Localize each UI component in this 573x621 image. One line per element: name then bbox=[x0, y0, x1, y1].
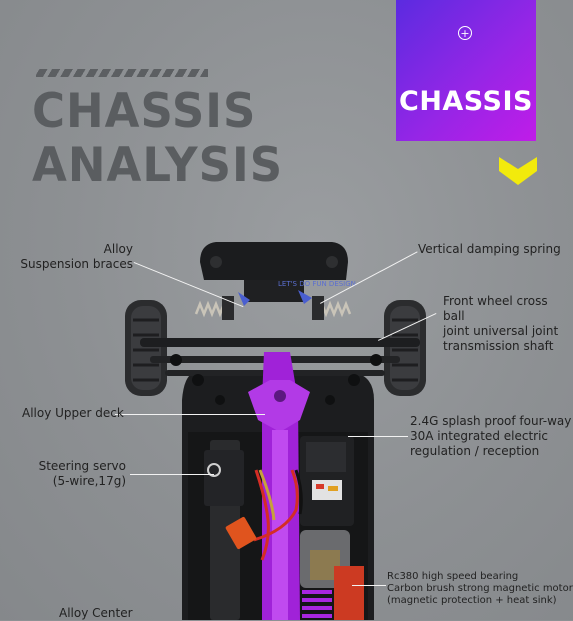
label-upper-deck: Alloy Upper deck bbox=[22, 406, 124, 420]
label-suspension: Alloy Suspension braces bbox=[20, 242, 133, 271]
leader-line-servo bbox=[130, 474, 214, 475]
left-front-wheel bbox=[125, 300, 167, 396]
leader-line-esc bbox=[348, 436, 408, 437]
leader-line-upper-deck bbox=[115, 414, 265, 415]
heading-line-1: CHASSIS bbox=[32, 82, 257, 139]
heading-line-2: ANALYSIS bbox=[32, 136, 284, 193]
chassis-banner bbox=[396, 0, 536, 141]
leader-line-motor bbox=[352, 585, 386, 586]
label-motor: Rc380 high speed bearing Carbon brush st… bbox=[387, 571, 573, 606]
label-servo: Steering servo (5-wire,17g) bbox=[38, 459, 126, 488]
label-damping: Vertical damping spring bbox=[418, 242, 561, 256]
label-center: Alloy Center bbox=[59, 606, 133, 620]
plus-icon: + bbox=[458, 26, 472, 40]
banner-title: CHASSIS bbox=[399, 86, 533, 117]
label-esc: 2.4G splash proof four-way 30A integrate… bbox=[410, 414, 572, 458]
label-front-shaft: Front wheel cross ball joint universal j… bbox=[443, 294, 559, 353]
decorative-hatch-bar bbox=[36, 69, 208, 77]
watermark-text: LET'S DO FUN DESIGN bbox=[278, 280, 356, 288]
right-front-wheel bbox=[384, 300, 426, 396]
chevron-down-icon bbox=[499, 157, 537, 185]
